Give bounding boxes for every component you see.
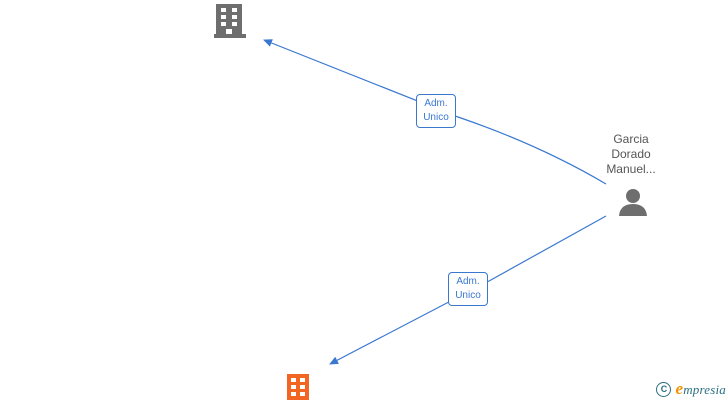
person-name-line: Garcia	[613, 132, 649, 146]
building-icon[interactable]	[214, 4, 246, 38]
brand-name: empresia	[675, 379, 726, 399]
edge-label-line: Adm.	[424, 98, 448, 109]
edge-label-line: Unico	[455, 290, 481, 301]
person-name-line: Dorado	[611, 147, 651, 161]
copyright-icon: C	[656, 381, 672, 397]
edge-line-bottom	[329, 215, 607, 365]
person-name-line: Manuel...	[606, 162, 656, 176]
edge-line-top	[263, 39, 607, 185]
person-name[interactable]: Garcia Dorado Manuel...	[596, 132, 666, 177]
edge-label-bottom[interactable]: Adm. Unico	[448, 272, 488, 306]
brand-name-rest: mpresia	[683, 382, 726, 397]
edge-label-top[interactable]: Adm. Unico	[416, 94, 456, 128]
brand-initial: e	[675, 379, 684, 398]
edge-label-line: Unico	[423, 112, 449, 123]
edge-label-line: Adm.	[456, 276, 480, 287]
person-icon[interactable]	[619, 189, 647, 216]
brand-logo: C empresia	[656, 379, 726, 399]
building-icon[interactable]	[287, 374, 309, 400]
